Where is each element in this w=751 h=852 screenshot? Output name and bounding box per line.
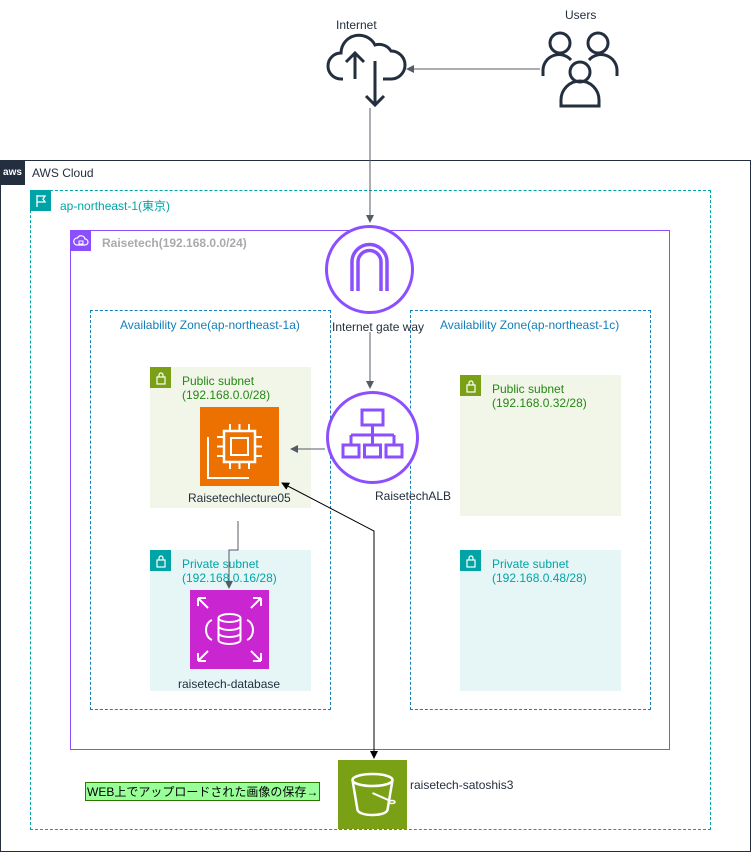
rds-label: raisetech-database xyxy=(178,677,281,691)
load-balancer-icon xyxy=(325,390,420,485)
s3-label: raisetech-satoshis3 xyxy=(410,778,514,792)
region-flag-icon xyxy=(30,190,51,211)
internet-cloud-icon xyxy=(325,31,407,111)
s3-note: WEB上でアップロードされた画像の保存→ xyxy=(85,782,321,801)
vpc-label: Raisetech(192.168.0.0/24) xyxy=(102,236,247,250)
ec2-instance-icon xyxy=(200,407,279,486)
aws-logo-icon: aws xyxy=(0,160,25,185)
aws-cloud-label: AWS Cloud xyxy=(32,166,94,180)
az-c-public-subnet xyxy=(460,375,621,516)
az-c-public-lock-icon xyxy=(460,375,481,396)
az-c-public-subnet-title: Public subnet xyxy=(492,382,565,396)
az-c-private-subnet-title: Private subnet xyxy=(492,557,569,571)
users-icon xyxy=(540,28,620,108)
ec2-label: Raisetechlecture05 xyxy=(188,491,291,505)
az-c-private-subnet-cidr: (192.168.0.48/28) xyxy=(492,571,587,585)
internet-gateway-icon xyxy=(324,224,415,315)
az-a-private-subnet-title: Private subnet xyxy=(182,557,259,571)
az-c-private-subnet xyxy=(460,550,621,691)
internet-label: Internet xyxy=(336,18,377,32)
ec2-to-rds-arrow xyxy=(225,521,239,589)
load-balancer-label: RaisetechALB xyxy=(375,489,452,503)
az-a-private-lock-icon xyxy=(150,550,171,571)
az-a-label: Availability Zone(ap-northeast-1a) xyxy=(120,318,300,332)
s3-bucket-icon xyxy=(338,760,407,829)
az-a-public-subnet-cidr: (192.168.0.0/28) xyxy=(182,388,271,402)
users-label: Users xyxy=(565,8,597,22)
rds-database-icon xyxy=(190,590,269,669)
ec2-s3-arrow xyxy=(281,482,378,759)
region-label: ap-northeast-1(東京) xyxy=(60,199,171,213)
availability-zone-c xyxy=(410,310,651,710)
az-a-public-lock-icon xyxy=(150,367,171,388)
az-c-public-subnet-cidr: (192.168.0.32/28) xyxy=(492,396,587,410)
internet-gateway-label: Internet gate way xyxy=(332,320,425,334)
vpc-cloud-icon xyxy=(70,230,91,251)
az-c-label: Availability Zone(ap-northeast-1c) xyxy=(440,318,620,332)
az-a-public-subnet-title: Public subnet xyxy=(182,374,255,388)
aws-logo-text: aws xyxy=(3,167,22,178)
az-c-private-lock-icon xyxy=(460,550,481,571)
